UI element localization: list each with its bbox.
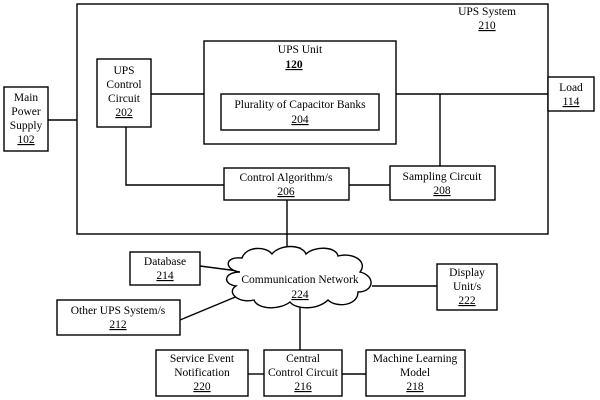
service-event-notification-line2: Notification [174,367,230,379]
main-power-supply-line3: Supply [10,120,43,132]
load-label: Load [559,82,583,94]
display-units-box: Display Unit/s 222 [437,264,497,310]
communication-network-label: Communication Network [241,274,358,286]
service-event-notification-ref: 220 [193,381,211,393]
main-power-supply-ref: 102 [17,134,35,146]
sampling-circuit-label: Sampling Circuit [403,171,483,183]
ups-system-label: UPS System [458,6,516,18]
ups-control-circuit-box: UPS Control Circuit 202 [97,59,151,127]
database-label: Database [144,256,186,268]
main-power-supply-line2: Power [11,106,41,118]
communication-network-cloud: Communication Network 224 [227,247,371,308]
ups-unit-ref: 120 [285,59,303,71]
central-control-circuit-ref: 216 [294,381,312,393]
ups-control-circuit-line2: Control [106,79,141,91]
capacitor-banks-ref: 204 [291,114,309,126]
control-algorithm-ref: 206 [277,186,295,198]
ups-system-ref: 210 [478,20,496,32]
display-units-line2: Unit/s [453,281,482,293]
main-power-supply-line1: Main [14,92,39,104]
load-ref: 114 [563,96,580,108]
central-control-circuit-line1: Central [286,353,320,365]
main-power-supply-box: Main Power Supply 102 [4,87,48,151]
sampling-circuit-box: Sampling Circuit 208 [390,166,495,200]
control-algorithm-label: Control Algorithm/s [240,172,333,184]
wire-ctrl-to-algorithm [126,127,224,185]
machine-learning-model-ref: 218 [406,381,424,393]
machine-learning-model-box: Machine Learning Model 218 [366,350,465,396]
database-ref: 214 [156,270,174,282]
machine-learning-model-line1: Machine Learning [373,353,458,365]
display-units-line1: Display [449,267,485,279]
display-units-ref: 222 [458,295,476,307]
sampling-circuit-ref: 208 [433,185,451,197]
database-box: Database 214 [130,252,200,285]
ups-control-circuit-line1: UPS [113,65,134,77]
central-control-circuit-line2: Control Circuit [268,367,339,379]
ups-control-circuit-ref: 202 [115,107,133,119]
service-event-notification-line1: Service Event [170,353,235,365]
communication-network-ref: 224 [291,289,309,301]
central-control-circuit-box: Central Control Circuit 216 [264,350,342,396]
capacitor-banks-label: Plurality of Capacitor Banks [234,99,366,111]
ups-unit-label: UPS Unit [278,44,323,56]
other-ups-systems-label: Other UPS System/s [71,305,166,317]
other-ups-systems-box: Other UPS System/s 212 [57,300,180,335]
other-ups-systems-ref: 212 [109,319,127,331]
control-algorithm-box: Control Algorithm/s 206 [224,168,349,200]
machine-learning-model-line2: Model [400,367,430,379]
load-box: Load 114 [548,77,594,111]
ups-control-circuit-line3: Circuit [108,93,141,105]
capacitor-banks-box: Plurality of Capacitor Banks 204 [221,94,379,130]
service-event-notification-box: Service Event Notification 220 [156,350,248,396]
